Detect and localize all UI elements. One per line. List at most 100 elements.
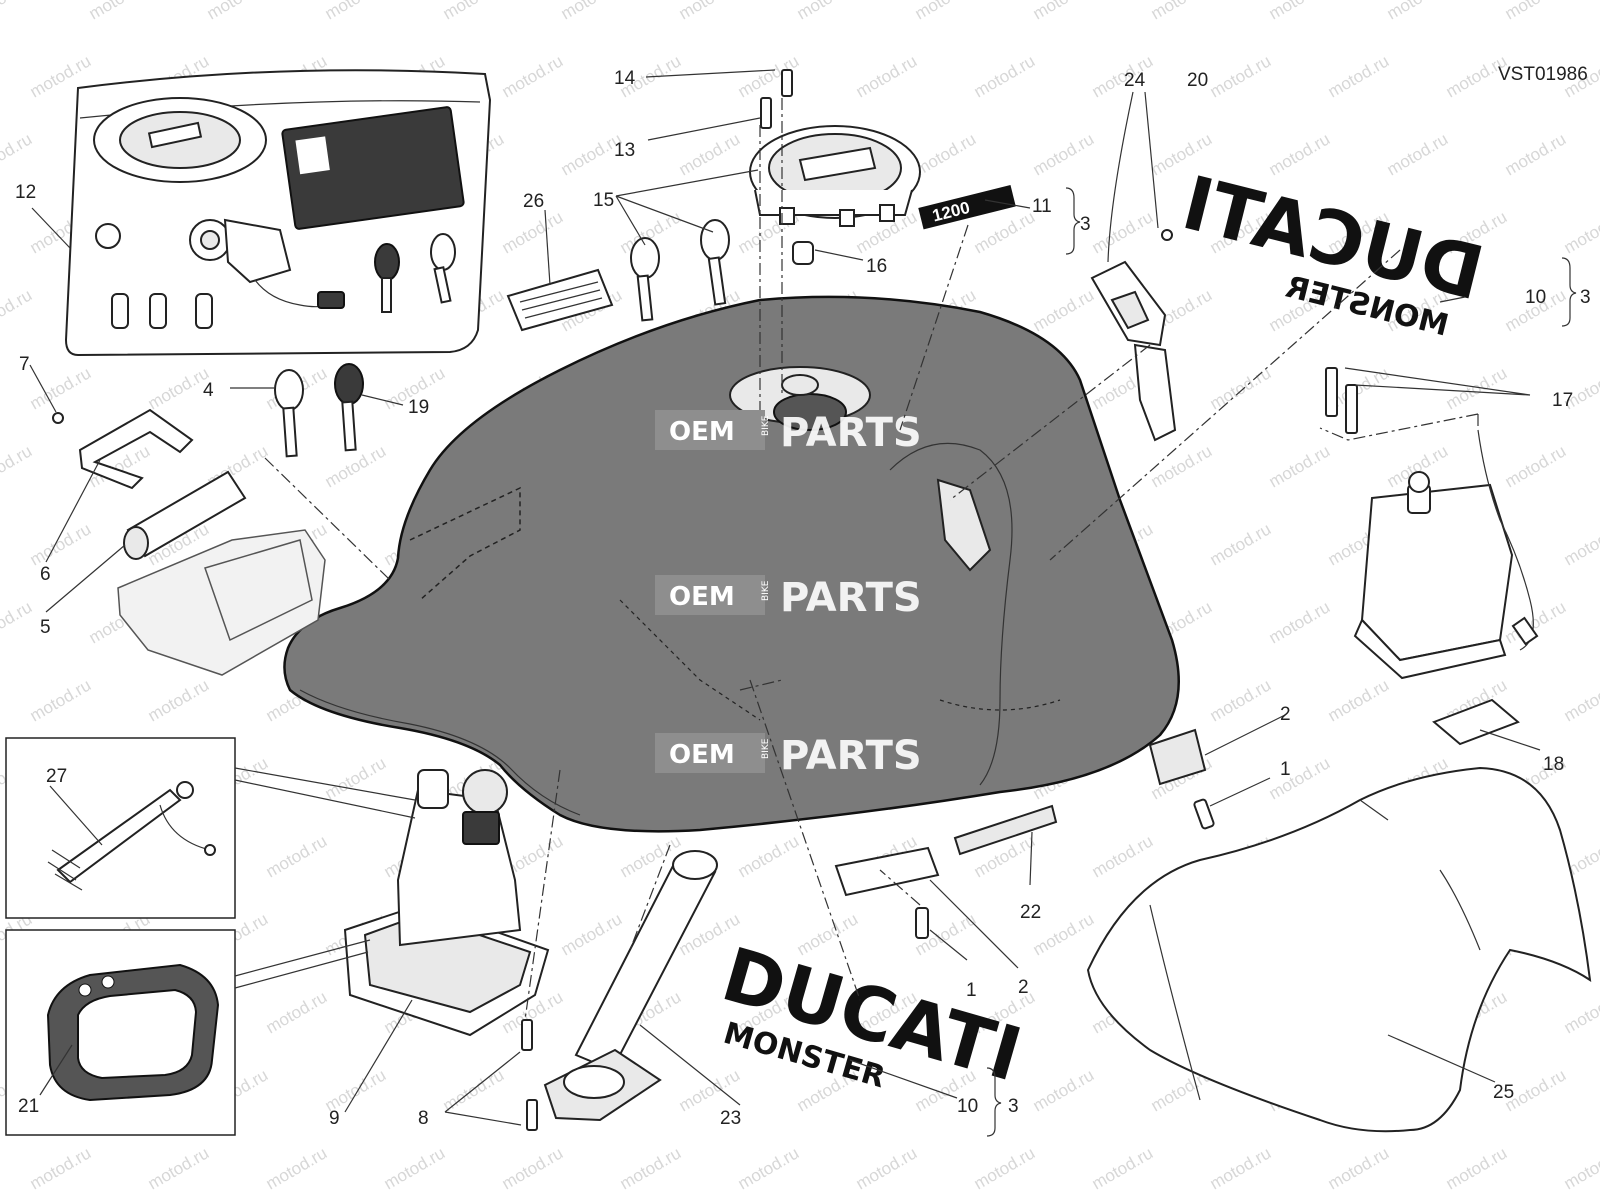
callout: 1 <box>966 980 977 1001</box>
overflow-reservoir <box>1353 429 1539 680</box>
model-badge-decal: 1200 <box>918 185 1016 230</box>
callout: 12 <box>15 182 36 203</box>
watermark-text: motod.ru <box>1561 675 1600 725</box>
watermark-text: motod.ru <box>1561 207 1600 257</box>
watermark-text: motod.ru <box>0 0 35 23</box>
leader-lines <box>29 69 1541 1126</box>
seat-cover <box>1086 766 1592 1133</box>
watermark-text: motod.ru <box>27 675 95 725</box>
watermark-text: motod.ru <box>1502 597 1570 647</box>
svg-text:BIKE: BIKE <box>761 415 771 436</box>
callout: 22 <box>1020 902 1041 923</box>
watermark-text: motod.ru <box>263 831 331 881</box>
watermark-text: motod.ru <box>794 0 862 23</box>
watermark-text: motod.ru <box>1325 1143 1393 1193</box>
callout: 13 <box>614 140 635 161</box>
watermark-text: motod.ru <box>1030 285 1098 335</box>
callout: 14 <box>614 68 636 89</box>
watermark-text: motod.ru <box>1207 51 1275 101</box>
callout: 3 <box>1080 214 1091 235</box>
alignment-lines <box>264 98 1479 1021</box>
watermark-text: motod.ru <box>1148 0 1216 23</box>
watermark-text: motod.ru <box>0 441 35 491</box>
callout: 24 <box>1124 70 1146 91</box>
watermark-text: motod.ru <box>1502 441 1570 491</box>
watermark-text: motod.ru <box>1384 0 1452 23</box>
watermark-text: motod.ru <box>617 1143 685 1193</box>
callout: 5 <box>40 617 51 638</box>
watermark-text: motod.ru <box>971 51 1039 101</box>
watermark-text: motod.ru <box>1089 1143 1157 1193</box>
fuel-pump-wiring <box>47 781 216 891</box>
mounting-stud <box>1325 367 1358 434</box>
ecu-housing <box>117 529 326 676</box>
rubber-block <box>834 846 940 897</box>
svg-text:BIKE: BIKE <box>761 738 771 759</box>
watermark-text: motod.ru <box>853 51 921 101</box>
ducati-decal: DUCATI MONSTER <box>713 932 1030 1099</box>
callout: 7 <box>19 354 30 375</box>
watermark-text: motod.ru <box>1561 1143 1600 1193</box>
watermark-text: motod.ru <box>676 0 744 23</box>
pump-screw <box>521 1019 538 1131</box>
watermark-text: motod.ru <box>1266 129 1334 179</box>
oem-stamp: OEM BIKE PARTS <box>655 575 922 621</box>
callout: 2 <box>1280 704 1291 725</box>
watermark-text: motod.ru <box>145 1143 213 1193</box>
watermark-text: motod.ru <box>1384 129 1452 179</box>
watermark-text: motod.ru <box>499 51 567 101</box>
callout: 16 <box>866 256 887 277</box>
svg-text:PARTS: PARTS <box>780 575 922 621</box>
watermark-text: motod.ru <box>1502 0 1570 23</box>
bumper-screw <box>1193 798 1215 830</box>
watermark-text: motod.ru <box>322 0 390 23</box>
callout: 3 <box>1008 1096 1019 1117</box>
watermark-text: motod.ru <box>1325 51 1393 101</box>
block-screw <box>915 907 929 939</box>
key-15 <box>630 219 730 322</box>
callout: 10 <box>957 1096 978 1117</box>
svg-text:PARTS: PARTS <box>780 410 922 456</box>
rubber-strip <box>953 804 1058 856</box>
callout: 21 <box>18 1096 39 1117</box>
watermark-text: motod.ru <box>1443 363 1511 413</box>
watermark-text: motod.ru <box>322 753 390 803</box>
watermark-text: motod.ru <box>263 987 331 1037</box>
callout: 15 <box>593 190 614 211</box>
watermark-text: motod.ru <box>499 1143 567 1193</box>
ignition-lock-kit <box>64 69 492 357</box>
svg-text:PARTS: PARTS <box>780 733 922 779</box>
drain-grommet <box>792 241 814 265</box>
callout: 19 <box>408 397 429 418</box>
watermark-text: motod.ru <box>1443 1143 1511 1193</box>
watermark-text: motod.ru <box>558 0 626 23</box>
callout: 4 <box>203 380 214 401</box>
cap-screw <box>760 69 793 129</box>
watermark-text: motod.ru <box>1207 1143 1275 1193</box>
watermark-text: motod.ru <box>1089 831 1157 881</box>
callout: 9 <box>329 1108 340 1129</box>
watermark-text: motod.ru <box>0 597 35 647</box>
watermark-text: motod.ru <box>1089 207 1157 257</box>
key-4 <box>274 369 304 458</box>
watermark-text: motod.ru <box>1561 519 1600 569</box>
watermark-text: motod.ru <box>1030 0 1098 23</box>
watermark-text: motod.ru <box>1030 129 1098 179</box>
watermark-text: motod.ru <box>1266 753 1334 803</box>
callout: 1 <box>1280 759 1291 780</box>
svg-text:OEM: OEM <box>669 582 735 612</box>
watermark-text: motod.ru <box>558 909 626 959</box>
watermark-text: motod.ru <box>1561 987 1600 1037</box>
pump-gasket <box>46 963 220 1102</box>
callout: 20 <box>1187 70 1208 91</box>
watermark-text: motod.ru <box>735 831 803 881</box>
fuel-tank-body <box>283 295 1180 833</box>
tank-bracket <box>52 408 194 490</box>
fuel-filler-cap <box>749 125 921 227</box>
watermark-text: motod.ru <box>853 1143 921 1193</box>
watermark-text: motod.ru <box>27 519 95 569</box>
svg-text:OEM: OEM <box>669 740 735 770</box>
watermark-text: motod.ru <box>1266 0 1334 23</box>
callout: 3 <box>1580 287 1591 308</box>
watermark-text: motod.ru <box>145 675 213 725</box>
